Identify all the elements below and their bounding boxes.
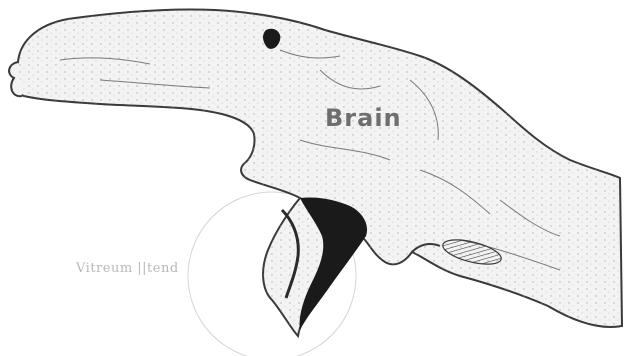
faint-caption: Vitreum ||tend <box>75 261 179 276</box>
brain-label: Brain <box>325 104 402 132</box>
